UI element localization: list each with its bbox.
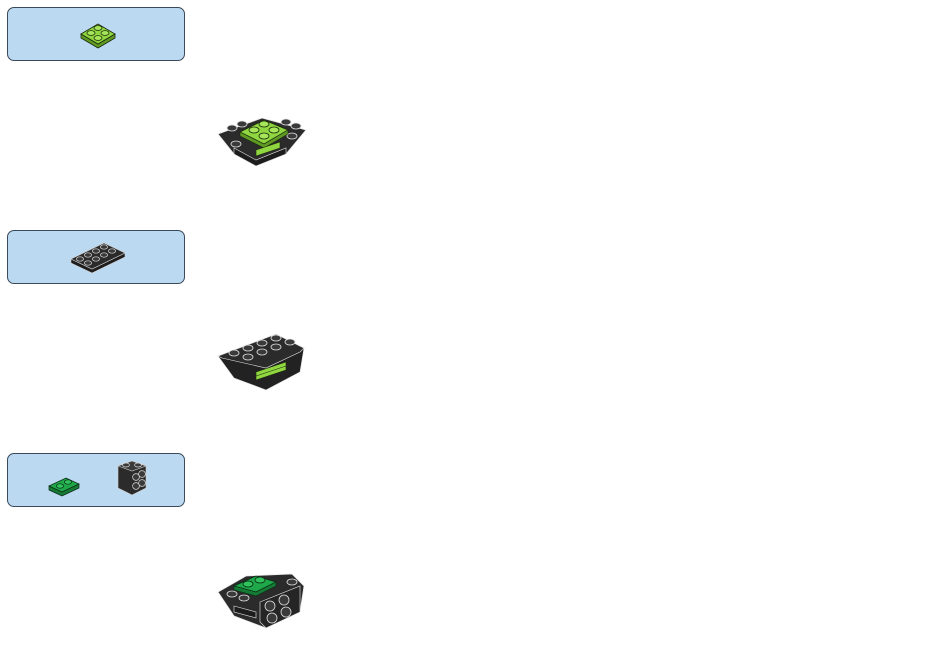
parts-callout-step-3 [7,453,185,507]
plate-2x4-black-icon [70,237,126,273]
plate-1x2-green-icon [48,474,80,496]
plate-2x2-lime-green-icon [80,18,116,48]
parts-callout-step-1 [7,7,185,61]
bracket-black-icon [116,460,148,496]
assembled-model-step-2-icon [216,328,308,394]
assembled-model-step-1-icon [216,108,308,174]
parts-callout-step-2 [7,230,185,284]
assembled-model-step-3-icon [216,562,308,628]
